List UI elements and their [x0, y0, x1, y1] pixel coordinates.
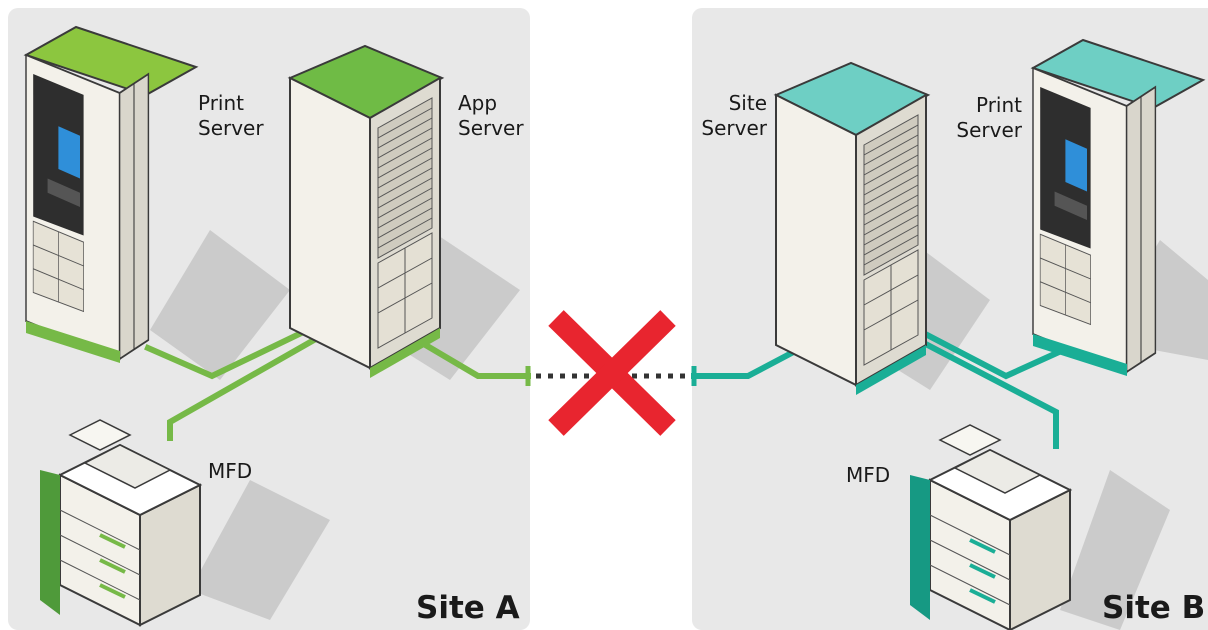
- site-b-title: Site B: [1102, 590, 1206, 626]
- site-b-print-server-top: [1030, 38, 1206, 110]
- site-b-mfd-label: MFD: [846, 463, 891, 487]
- site-b-site-server-label-line2: Server: [701, 116, 767, 140]
- site-b-print-server-label-line2: Server: [956, 118, 1022, 142]
- site-a-print-server-label: Print Server: [198, 91, 264, 141]
- site-a-mfd-icon: [40, 419, 201, 626]
- site-b-print-server-label-line1: Print: [975, 93, 1022, 117]
- site-b-mfd-icon: [910, 424, 1071, 630]
- site-a-print-server-label-line1: Print: [198, 91, 245, 115]
- site-b-site-server-label-line1: Site: [728, 91, 767, 115]
- site-a-title: Site A: [416, 590, 520, 626]
- site-a-app-server-label-line1: App: [458, 91, 498, 115]
- site-b-site-server-icon: [773, 61, 931, 395]
- site-a-print-server-top: [23, 25, 199, 97]
- red-x-icon: [548, 310, 676, 436]
- site-a-mfd-label: MFD: [208, 459, 253, 483]
- site-a-app-server-label: App Server: [458, 91, 524, 141]
- site-a-print-server-label-line2: Server: [198, 116, 264, 140]
- site-b-print-server-icon: [1030, 38, 1206, 376]
- site-b-site-server-label: Site Server: [697, 91, 767, 141]
- site-a-app-server-label-line2: Server: [458, 116, 524, 140]
- site-a-app-server-icon: [287, 44, 445, 378]
- site-b-print-server-label: Print Server: [950, 93, 1022, 143]
- site-a-print-server-icon: [23, 25, 199, 363]
